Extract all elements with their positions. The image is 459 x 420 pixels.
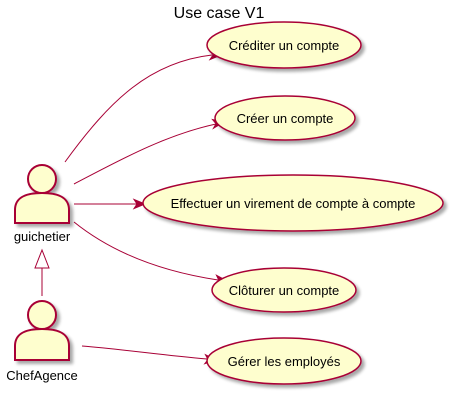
association-guichetier-uc4: [73, 221, 219, 281]
use-case-ellipse: [142, 174, 444, 232]
use-case-virement[interactable]: Effectuer un virement de compte à compte: [142, 174, 444, 232]
use-case-ellipse: [211, 267, 357, 313]
use-case-label: Clôturer un compte: [229, 283, 340, 298]
actor-body: [14, 327, 70, 361]
actor-head: [27, 300, 57, 330]
actor-body: [14, 191, 70, 224]
use-case-label: Créer un compte: [237, 111, 334, 126]
use-case-label: Créditer un compte: [229, 38, 340, 53]
generalization-triangle: [34, 248, 50, 269]
actor-label-guichetier: guichetier: [14, 229, 71, 244]
diagram-title: Use case V1: [174, 5, 265, 22]
use-case-label: Gérer les employés: [228, 354, 341, 369]
actor-head: [27, 164, 57, 194]
actor-label-chefagence: ChefAgence: [6, 368, 78, 383]
use-case-label: Effectuer un virement de compte à compte: [171, 196, 416, 211]
use-case-ellipse: [206, 21, 362, 69]
use-case-ellipse: [206, 337, 362, 385]
actor-guichetier[interactable]: [14, 164, 70, 224]
use-case-creditor[interactable]: Créditer un compte: [206, 21, 362, 69]
association-chefagence-uc5: [81, 345, 208, 360]
use-case-cloturer[interactable]: Clôturer un compte: [211, 267, 357, 313]
association-guichetier-uc2: [73, 123, 217, 185]
association-guichetier-uc1: [64, 54, 213, 163]
use-case-ellipse: [214, 95, 356, 141]
use-case-gerer-employes[interactable]: Gérer les employés: [206, 337, 362, 385]
relations: [41, 54, 219, 360]
actor-chefagence[interactable]: [14, 300, 70, 361]
use-case-creer[interactable]: Créer un compte: [214, 95, 356, 141]
arrowhead-uc3: [132, 198, 147, 210]
